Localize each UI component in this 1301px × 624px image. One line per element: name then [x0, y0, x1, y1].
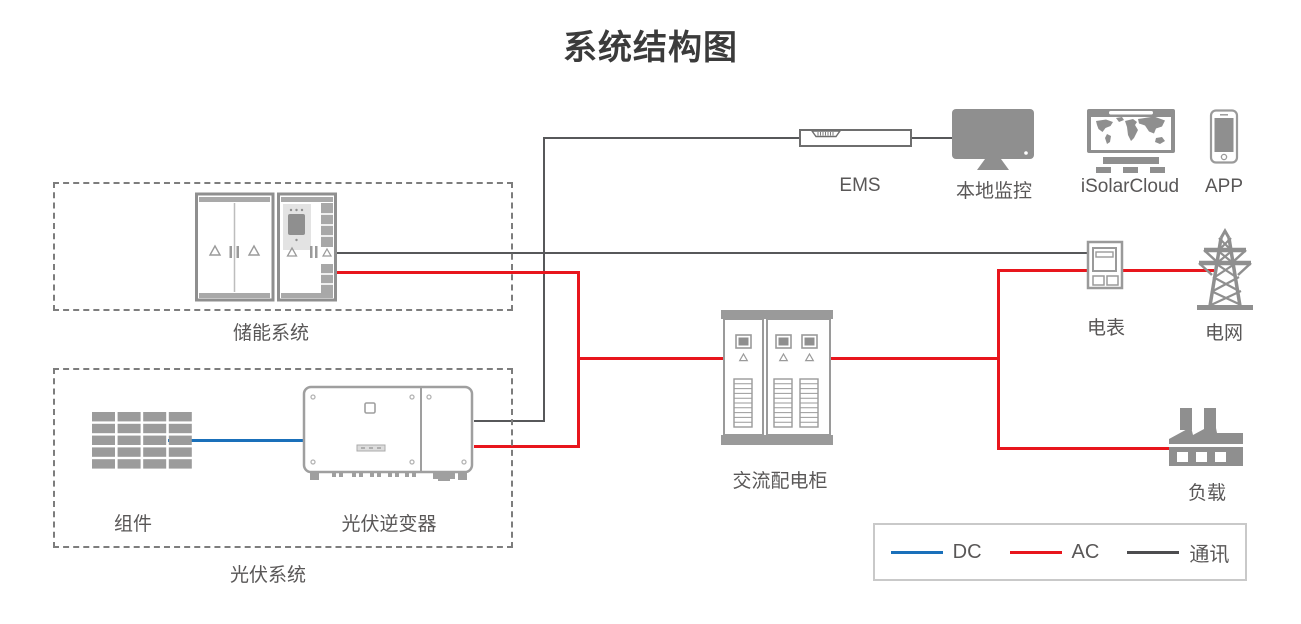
legend-item-comm: 通讯 — [1127, 538, 1229, 567]
dc-line-sample — [890, 550, 943, 554]
comm-line-inverter — [474, 420, 544, 422]
storage-cabinet-icon — [195, 192, 337, 302]
ac-cabinet-label: 交流配电柜 — [732, 471, 828, 492]
comm-line-ems-to-monitor — [911, 137, 955, 139]
inverter-label: 光伏逆变器 — [341, 514, 437, 535]
ac-line-to-load — [998, 447, 1180, 450]
diagram-title: 系统结构图 — [563, 29, 738, 67]
ac-cabinet-icon — [721, 310, 833, 445]
ac-line-storage — [334, 271, 580, 274]
ac-line-to-cabinet — [578, 357, 723, 360]
ems-device-icon — [799, 129, 912, 147]
load-factory-icon — [1169, 408, 1243, 466]
pv-inverter-icon — [302, 385, 474, 481]
comm-line-storage-to-meter — [334, 252, 1090, 254]
isolarcloud-label: iSolarCloud — [1080, 176, 1180, 197]
module-label: 组件 — [113, 514, 153, 535]
legend-ac-label: AC — [1071, 540, 1100, 563]
grid-tower-icon — [1197, 227, 1253, 310]
legend: DC AC 通讯 — [873, 523, 1247, 581]
dc-line-module-to-inverter — [168, 439, 308, 442]
legend-item-dc: DC — [890, 540, 982, 564]
legend-comm-label: 通讯 — [1189, 543, 1230, 566]
ac-line-sample — [1009, 550, 1062, 554]
legend-item-ac: AC — [1009, 540, 1100, 564]
grid-label: 电网 — [1204, 323, 1244, 344]
pv-system-label: 光伏系统 — [229, 565, 307, 586]
ac-line-right-vertical — [997, 269, 1000, 450]
comm-line-vertical — [543, 137, 545, 422]
comm-line-sample — [1127, 550, 1180, 554]
meter-label: 电表 — [1086, 318, 1126, 339]
meter-icon — [1086, 240, 1124, 290]
local-monitor-icon — [952, 109, 1034, 170]
app-phone-icon — [1209, 109, 1239, 164]
ac-line-cabinet-to-right — [831, 357, 1000, 360]
comm-line-to-ems — [543, 137, 801, 139]
pv-module-icon — [92, 412, 192, 469]
legend-dc-label: DC — [952, 540, 982, 563]
ac-line-inverter-horizontal — [474, 445, 580, 448]
storage-system-label: 储能系统 — [232, 323, 310, 344]
isolarcloud-icon — [1087, 109, 1175, 173]
ems-label: EMS — [839, 175, 881, 196]
local-monitor-label: 本地监控 — [955, 181, 1033, 202]
app-label: APP — [1204, 176, 1244, 197]
load-label: 负载 — [1187, 483, 1227, 504]
pv-system-box — [53, 368, 513, 548]
storage-system-box — [53, 182, 513, 311]
